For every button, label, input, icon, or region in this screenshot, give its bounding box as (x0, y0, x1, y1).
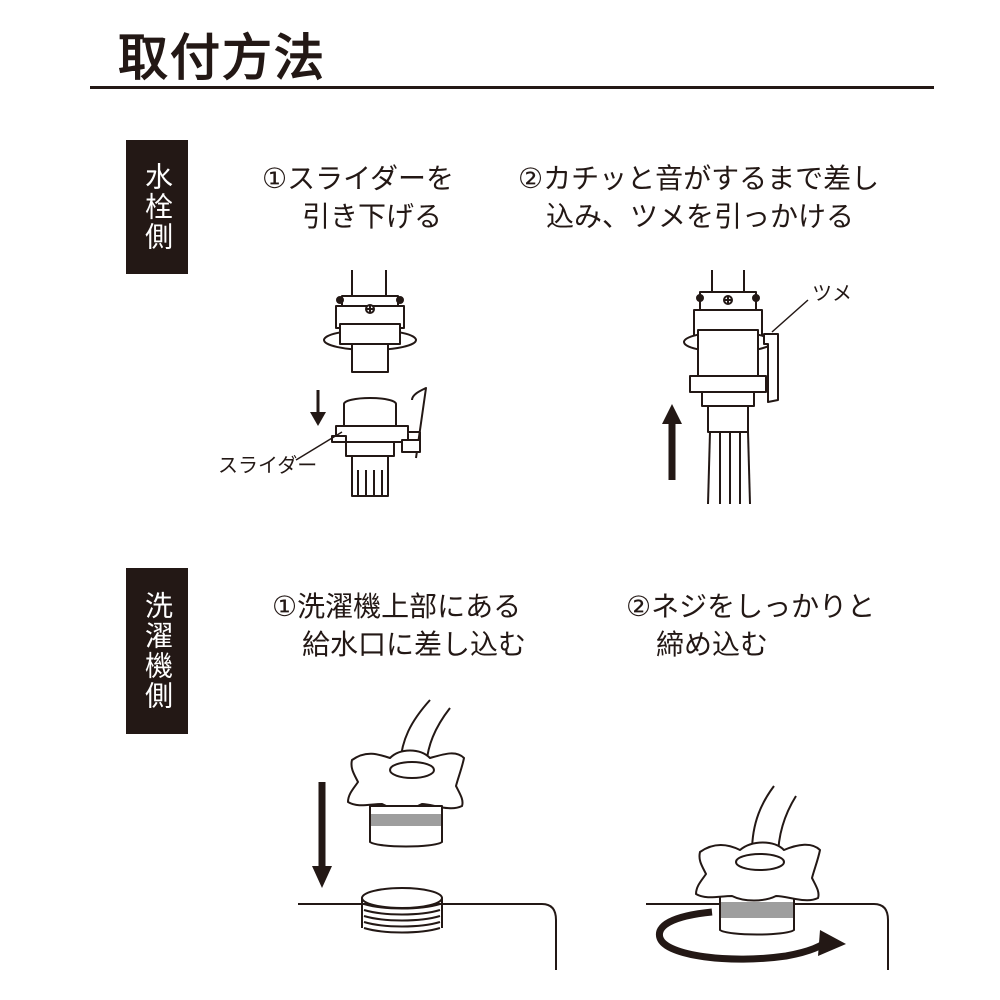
washer-step2-line2: 締め込む (656, 628, 769, 661)
faucet-step1-line2: 引き下げる (301, 200, 442, 233)
title-divider (90, 86, 934, 89)
washer-step2-line1: ②ネジをしっかりと (626, 590, 876, 623)
faucet-step2-text: ②カチッと音がするまで差し 込み、ツメを引っかける (518, 160, 879, 236)
faucet-illustration-step1 (323, 270, 427, 497)
claw-callout-label: ツメ (812, 281, 852, 305)
faucet-step2-line1: ②カチッと音がするまで差し (518, 162, 880, 195)
washer-illustration-step2 (646, 785, 889, 970)
washer-step1-line1: ①洗濯機上部にある (272, 590, 522, 623)
faucet-illustration-step2 (683, 270, 779, 505)
washer-step1-line2: 給水口に差し込む (302, 628, 527, 661)
section-label-washer: 洗濯機側 (126, 568, 188, 734)
section-label-faucet: 水栓側 (126, 140, 188, 274)
faucet-step1-line1: ①スライダーを (262, 162, 454, 195)
faucet-step1-text: ①スライダーを 引き下げる (262, 160, 454, 236)
washer-illustration-step1 (298, 699, 557, 970)
slider-callout-label: スライダー (218, 453, 317, 477)
faucet-step2-line2: 込み、ツメを引っかける (546, 200, 855, 233)
page-title: 取付方法 (118, 29, 326, 87)
washer-step2-text: ②ネジをしっかりと 締め込む (626, 588, 875, 664)
washer-step1-text: ①洗濯機上部にある 給水口に差し込む (272, 588, 526, 664)
